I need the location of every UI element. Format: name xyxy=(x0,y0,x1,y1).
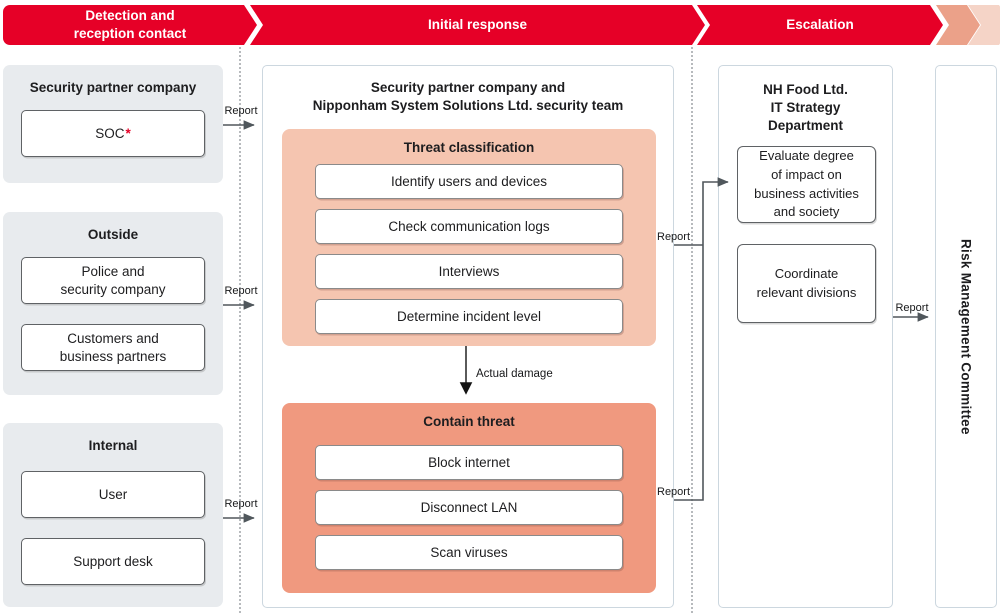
report-label: Report xyxy=(224,285,258,297)
stage-separator-dotted-line xyxy=(691,47,693,613)
stage-banner-label: Escalation xyxy=(786,17,854,33)
box-police-security-company: Police and security company xyxy=(21,257,205,304)
box-soc: SOC* xyxy=(21,110,205,157)
box-coordinate-divisions: Coordinate relevant divisions xyxy=(737,244,876,323)
box-user: User xyxy=(21,471,205,518)
stage-banner-label: Detection and reception contact xyxy=(73,8,187,41)
container-security-team: Security partner company and Nipponham S… xyxy=(262,65,674,608)
footnote-asterisk: * xyxy=(125,125,131,141)
report-label: Report xyxy=(224,498,258,510)
panel-items: SOC* xyxy=(21,110,205,157)
panel-title: Outside xyxy=(87,227,139,242)
phase-steps: Block internet Disconnect LAN Scan virus… xyxy=(315,445,623,570)
stage-separator-dotted-line xyxy=(239,47,241,613)
panel-items: Police and security company Customers an… xyxy=(21,257,205,371)
panel-title: Internal xyxy=(88,438,138,453)
committee-title: Risk Management Committee xyxy=(958,238,974,435)
report-label: Report xyxy=(657,231,691,243)
step-determine-incident-level: Determine incident level xyxy=(315,299,623,334)
phase-title: Threat classification xyxy=(403,140,535,155)
panel-security-partner-company: Security partner company SOC* xyxy=(3,65,223,183)
stage-banner-initial-response: Initial response xyxy=(250,5,705,45)
box-customers-business-partners: Customers and business partners xyxy=(21,324,205,371)
phase-steps: Identify users and devices Check communi… xyxy=(315,164,623,334)
phase-title: Contain threat xyxy=(423,414,515,429)
report-label: Report xyxy=(895,302,929,314)
step-scan-viruses: Scan viruses xyxy=(315,535,623,570)
panel-title: Security partner company xyxy=(29,80,197,95)
stage-banner-escalation: Escalation xyxy=(697,5,943,45)
step-check-communication-logs: Check communication logs xyxy=(315,209,623,244)
step-block-internet: Block internet xyxy=(315,445,623,480)
report-label: Report xyxy=(224,105,258,117)
step-interviews: Interviews xyxy=(315,254,623,289)
step-identify-users-devices: Identify users and devices xyxy=(315,164,623,199)
box-support-desk: Support desk xyxy=(21,538,205,585)
panel-items: User Support desk xyxy=(21,471,205,585)
stage-banner-detection: Detection and reception contact xyxy=(3,5,257,45)
panel-internal: Internal User Support desk xyxy=(3,423,223,607)
container-it-strategy-department: NH Food Ltd. IT Strategy Department Eval… xyxy=(718,65,893,608)
actual-damage-label: Actual damage xyxy=(476,368,553,380)
container-title: NH Food Ltd. IT Strategy Department xyxy=(763,82,848,134)
report-label: Report xyxy=(657,486,691,498)
phase-contain-threat: Contain threat Block internet Disconnect… xyxy=(282,403,656,593)
stage-banner-label: Initial response xyxy=(427,17,528,33)
box-risk-management-committee: Risk Management Committee xyxy=(935,65,997,608)
box-evaluate-impact: Evaluate degree of impact on business ac… xyxy=(737,146,876,223)
panel-outside: Outside Police and security company Cust… xyxy=(3,212,223,395)
phase-threat-classification: Threat classification Identify users and… xyxy=(282,129,656,346)
step-disconnect-lan: Disconnect LAN xyxy=(315,490,623,525)
container-title: Security partner company and Nipponham S… xyxy=(312,80,624,114)
box-soc-label: SOC* xyxy=(95,125,131,141)
